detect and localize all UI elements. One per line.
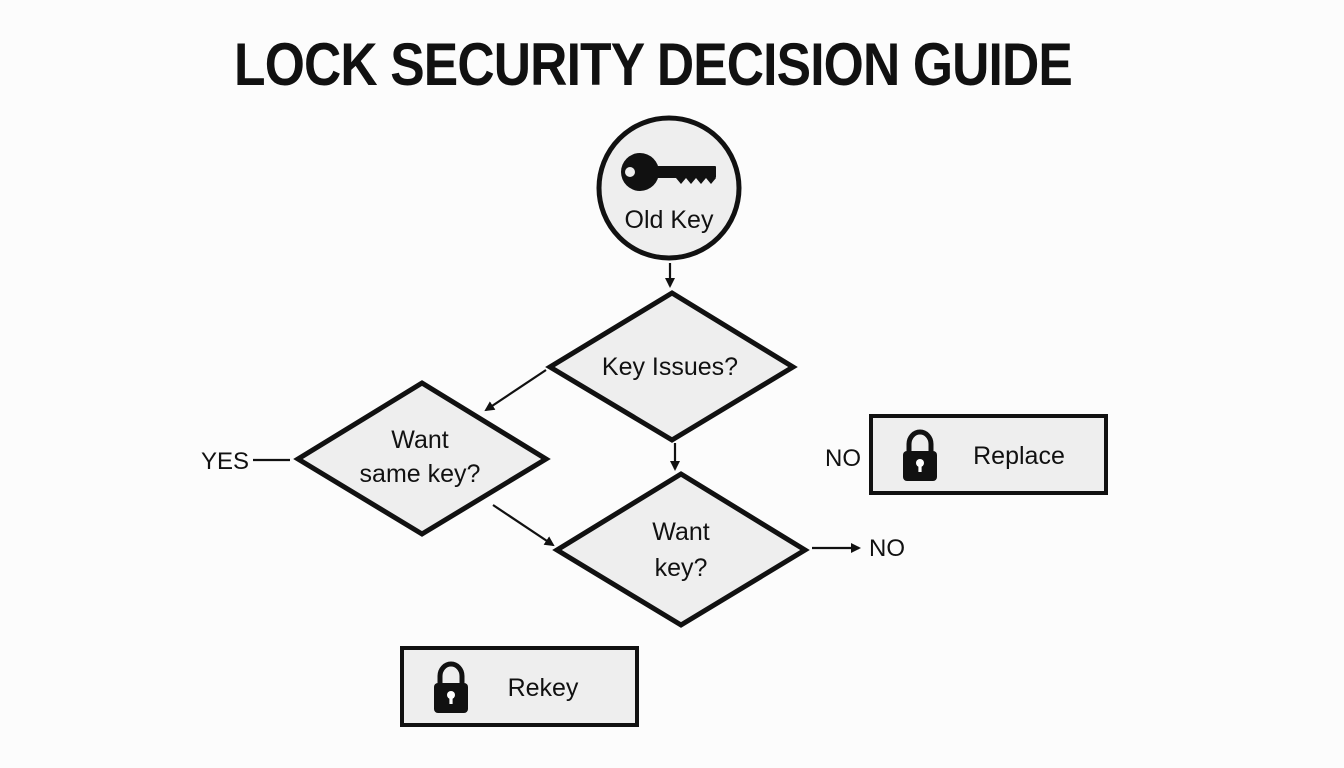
decision-want-same-key: Want same key? bbox=[293, 380, 551, 537]
decision-want-key: Want key? bbox=[552, 471, 810, 628]
decision-want-key-line2: key? bbox=[655, 554, 708, 582]
arrow-q1-to-q2 bbox=[484, 369, 547, 412]
result-replace: Replace bbox=[869, 414, 1108, 495]
decision-want-same-key-line1: Want bbox=[391, 426, 448, 454]
arrow-q2-to-q3 bbox=[492, 504, 555, 547]
key-icon bbox=[621, 153, 716, 191]
decision-want-key-line1: Want bbox=[652, 518, 709, 546]
result-rekey-label: Rekey bbox=[508, 674, 579, 702]
decision-key-issues-label: Key Issues? bbox=[602, 353, 738, 381]
connectors bbox=[253, 263, 861, 553]
node-old-key-label: Old Key bbox=[625, 206, 714, 234]
edge-label-yes: YES bbox=[201, 448, 249, 475]
node-old-key: Old Key bbox=[596, 115, 742, 261]
decision-want-same-key-line2: same key? bbox=[360, 460, 481, 488]
edge-label-no-right: NO bbox=[869, 535, 905, 562]
result-rekey: Rekey bbox=[400, 646, 639, 727]
page-title: LOCK SECURITY DECISION GUIDE bbox=[234, 31, 1073, 98]
result-replace-label: Replace bbox=[973, 442, 1065, 470]
edge-label-no-replace: NO bbox=[825, 445, 861, 472]
decision-key-issues: Key Issues? bbox=[545, 290, 798, 443]
